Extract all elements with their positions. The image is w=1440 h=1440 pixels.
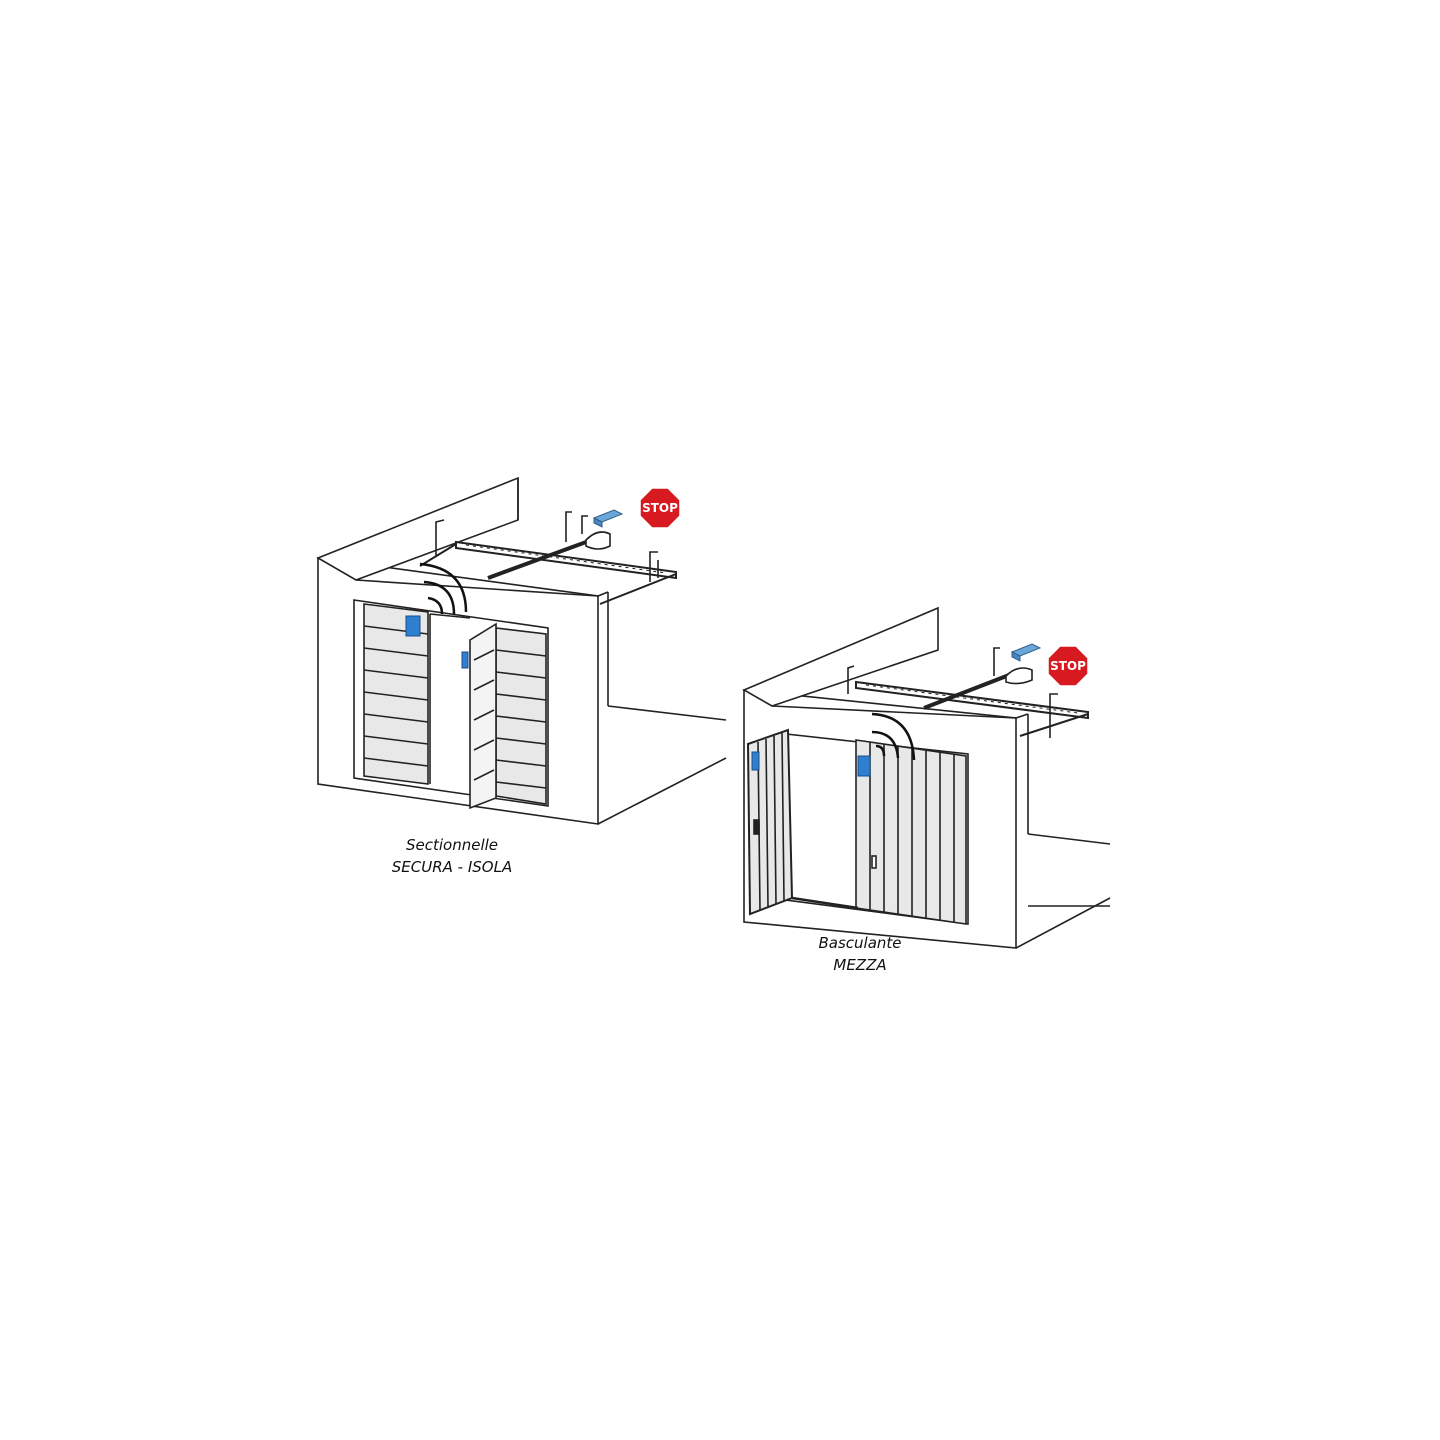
stop-sign-icon: STOP [1047,645,1089,687]
opener-rail [419,511,677,605]
caption-line1: Sectionnelle [405,836,499,854]
remote-control-icon-side [1011,651,1021,662]
wireless-signal-icon [871,712,916,761]
caption-sectionnelle: Sectionnelle SECURA - ISOLA [352,834,552,878]
sectionnelle-garage-diagram [316,476,727,825]
sensor-icon [461,651,469,669]
opener-rail [847,647,1089,738]
basculante-garage-diagram [742,606,1111,949]
caption-line1: Basculante [818,934,902,952]
svg-text:STOP: STOP [1050,659,1086,673]
stop-sign-icon: STOP [639,487,681,529]
sensor-icon [405,615,421,637]
sectional-door [353,599,549,810]
caption-basculante: Basculante MEZZA [760,932,960,976]
wireless-signal-icon [419,562,468,615]
caption-line2: SECURA - ISOLA [391,858,513,876]
sensor-icon [857,755,871,777]
sensor-icon [751,751,760,771]
caption-line2: MEZZA [833,956,887,974]
tilting-door [746,728,969,925]
svg-text:STOP: STOP [642,501,678,515]
remote-control-icon-side [593,517,603,528]
